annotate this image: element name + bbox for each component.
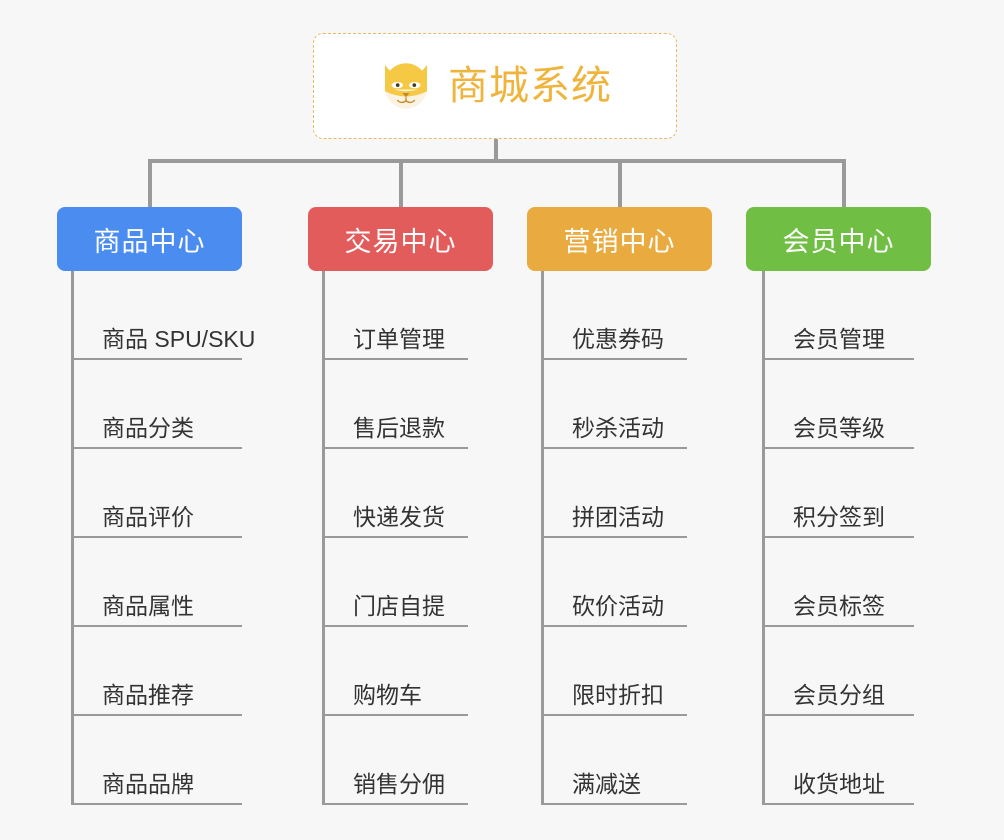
leaf-label: 售后退款 bbox=[353, 415, 445, 441]
branch-header-label-1: 商品中心 bbox=[93, 226, 206, 257]
leaf-item[interactable]: 秒杀活动 bbox=[544, 360, 687, 449]
leaf-label: 限时折扣 bbox=[572, 682, 664, 708]
leaf-label: 优惠券码 bbox=[572, 326, 664, 352]
leaf-item[interactable]: 订单管理 bbox=[325, 271, 468, 360]
branch-header-label-3: 营销中心 bbox=[563, 226, 676, 257]
leaf-item[interactable]: 商品 SPU/SKU bbox=[74, 271, 255, 360]
leaf-item[interactable]: 拼团活动 bbox=[544, 449, 687, 538]
leaf-label: 销售分佣 bbox=[353, 771, 445, 797]
leaf-label: 商品推荐 bbox=[102, 682, 194, 708]
leaf-label: 积分签到 bbox=[793, 504, 885, 530]
leaf-item[interactable]: 会员等级 bbox=[765, 360, 914, 449]
leaf-list-1: 商品 SPU/SKU 商品分类 商品评价 商品属性 商品推荐 商品品牌 bbox=[71, 271, 255, 805]
leaf-item[interactable]: 优惠券码 bbox=[544, 271, 687, 360]
leaf-label: 会员等级 bbox=[793, 415, 885, 441]
branch-column-1: 商品中心 商品 SPU/SKU 商品分类 商品评价 商品属性 商品推荐 商品品牌 bbox=[57, 207, 255, 805]
connector-root-stem bbox=[494, 139, 498, 162]
leaf-item[interactable]: 销售分佣 bbox=[325, 716, 468, 805]
leaf-label: 拼团活动 bbox=[572, 504, 664, 530]
leaf-item[interactable]: 购物车 bbox=[325, 627, 468, 716]
leaf-label: 门店自提 bbox=[353, 593, 445, 619]
branch-column-4: 会员中心 会员管理 会员等级 积分签到 会员标签 会员分组 收货地址 bbox=[746, 207, 931, 805]
leaf-item[interactable]: 快递发货 bbox=[325, 449, 468, 538]
root-title: 商城系统 bbox=[448, 64, 612, 108]
leaf-label: 快递发货 bbox=[353, 504, 445, 530]
root-node[interactable]: 商城系统 bbox=[313, 33, 677, 139]
branch-column-3: 营销中心 优惠券码 秒杀活动 拼团活动 砍价活动 限时折扣 满减送 bbox=[527, 207, 712, 805]
leaf-label: 会员管理 bbox=[793, 326, 885, 352]
leaf-label: 会员标签 bbox=[793, 593, 885, 619]
leaf-item[interactable]: 商品评价 bbox=[74, 449, 242, 538]
leaf-label: 商品分类 bbox=[102, 415, 194, 441]
branch-header-label-4: 会员中心 bbox=[782, 226, 895, 257]
leaf-item[interactable]: 会员管理 bbox=[765, 271, 914, 360]
leaf-list-2: 订单管理 售后退款 快递发货 门店自提 购物车 销售分佣 bbox=[322, 271, 468, 805]
connector-drop-3 bbox=[618, 159, 622, 207]
connector-drop-1 bbox=[148, 159, 152, 207]
branch-header-2[interactable]: 交易中心 bbox=[308, 207, 493, 271]
leaf-item[interactable]: 收货地址 bbox=[765, 716, 914, 805]
branch-header-4[interactable]: 会员中心 bbox=[746, 207, 931, 271]
branch-header-label-2: 交易中心 bbox=[344, 226, 457, 257]
leaf-item[interactable]: 商品属性 bbox=[74, 538, 242, 627]
branch-column-2: 交易中心 订单管理 售后退款 快递发货 门店自提 购物车 销售分佣 bbox=[308, 207, 493, 805]
leaf-item[interactable]: 会员分组 bbox=[765, 627, 914, 716]
branch-header-3[interactable]: 营销中心 bbox=[527, 207, 712, 271]
leaf-item[interactable]: 会员标签 bbox=[765, 538, 914, 627]
connector-drop-2 bbox=[399, 159, 403, 207]
leaf-list-4: 会员管理 会员等级 积分签到 会员标签 会员分组 收货地址 bbox=[762, 271, 914, 805]
leaf-label: 商品属性 bbox=[102, 593, 194, 619]
leaf-label: 砍价活动 bbox=[572, 593, 664, 619]
leaf-label: 收货地址 bbox=[793, 771, 885, 797]
leaf-item[interactable]: 门店自提 bbox=[325, 538, 468, 627]
leaf-item[interactable]: 限时折扣 bbox=[544, 627, 687, 716]
leaf-list-3: 优惠券码 秒杀活动 拼团活动 砍价活动 限时折扣 满减送 bbox=[541, 271, 687, 805]
leaf-label: 商品 SPU/SKU bbox=[102, 326, 256, 352]
leaf-item[interactable]: 商品分类 bbox=[74, 360, 242, 449]
connector-horizontal-bus bbox=[148, 159, 846, 163]
leaf-label: 订单管理 bbox=[353, 326, 445, 352]
leaf-item[interactable]: 商品品牌 bbox=[74, 716, 242, 805]
connector-drop-4 bbox=[842, 159, 846, 207]
leaf-item[interactable]: 满减送 bbox=[544, 716, 687, 805]
leaf-item[interactable]: 售后退款 bbox=[325, 360, 468, 449]
leaf-item[interactable]: 砍价活动 bbox=[544, 538, 687, 627]
leaf-label: 商品评价 bbox=[102, 504, 194, 530]
leaf-item[interactable]: 积分签到 bbox=[765, 449, 914, 538]
leaf-label: 秒杀活动 bbox=[572, 415, 664, 441]
leaf-label: 会员分组 bbox=[793, 682, 885, 708]
shiba-dog-icon bbox=[385, 63, 427, 109]
leaf-label: 购物车 bbox=[353, 682, 422, 708]
branch-header-1[interactable]: 商品中心 bbox=[57, 207, 242, 271]
leaf-item[interactable]: 商品推荐 bbox=[74, 627, 242, 716]
leaf-label: 满减送 bbox=[572, 771, 641, 797]
leaf-label: 商品品牌 bbox=[102, 771, 194, 797]
